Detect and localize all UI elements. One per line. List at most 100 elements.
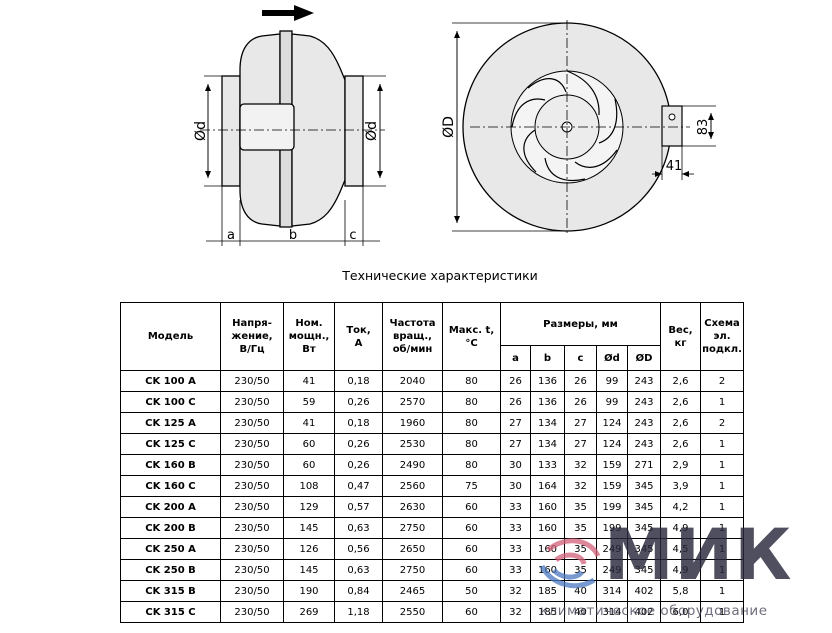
table-cell: 35	[564, 517, 597, 539]
table-cell: 27	[564, 412, 597, 434]
table-cell: 75	[442, 475, 501, 497]
table-cell: 230/50	[220, 517, 284, 539]
model-cell: CK 250 A	[120, 538, 221, 560]
table-cell: 0,18	[334, 370, 383, 392]
table-cell: 0,63	[334, 517, 383, 539]
table-cell: 2	[700, 370, 744, 392]
table-cell: 2490	[382, 454, 443, 476]
table-cell: 1	[700, 391, 744, 413]
table-title: Технические характеристики	[342, 268, 538, 283]
table-cell: 41	[283, 412, 335, 434]
table-cell: 26	[500, 370, 531, 392]
table-cell: 2,6	[660, 391, 701, 413]
table-cell: 0,18	[334, 412, 383, 434]
header-dimensions: Размеры, мм	[500, 302, 661, 346]
table-cell: 2040	[382, 370, 443, 392]
fan-technical-drawing: Ød Ød a b c	[193, 5, 716, 246]
table-cell: 230/50	[220, 370, 284, 392]
header-tmax: Макс. t,°C	[442, 302, 501, 371]
table-cell: 32	[500, 601, 531, 623]
table-cell: 33	[500, 517, 531, 539]
table-cell: 41	[283, 370, 335, 392]
table-cell: 2550	[382, 601, 443, 623]
dim-D	[452, 22, 567, 232]
table-cell: 1	[700, 601, 744, 623]
table-cell: 2560	[382, 475, 443, 497]
table-cell: 230/50	[220, 412, 284, 434]
table-cell: 27	[564, 433, 597, 455]
table-cell: 243	[627, 412, 661, 434]
table-cell: 2630	[382, 496, 443, 518]
table-cell: 159	[596, 475, 628, 497]
table-cell: 26	[564, 391, 597, 413]
table-cell: 32	[564, 454, 597, 476]
dim-c-label: c	[349, 228, 356, 243]
table-cell: 230/50	[220, 601, 284, 623]
table-cell: 0,26	[334, 433, 383, 455]
model-cell: CK 200 B	[120, 517, 221, 539]
header-dim-b: b	[530, 345, 565, 371]
table-cell: 160	[530, 517, 565, 539]
table-cell: 164	[530, 475, 565, 497]
table-cell: 2650	[382, 538, 443, 560]
dim-d-right	[363, 75, 386, 187]
table-cell: 159	[596, 454, 628, 476]
table-cell: 99	[596, 391, 628, 413]
header-dim-c: c	[564, 345, 597, 371]
header-dim-d: Ød	[596, 345, 628, 371]
table-cell: 50	[442, 580, 501, 602]
table-cell: 35	[564, 538, 597, 560]
table-cell: 2750	[382, 517, 443, 539]
table-cell: 133	[530, 454, 565, 476]
table-cell: 0,63	[334, 559, 383, 581]
table-cell: 185	[530, 601, 565, 623]
table-cell: 230/50	[220, 538, 284, 560]
table-cell: 1,18	[334, 601, 383, 623]
table-cell: 0,56	[334, 538, 383, 560]
dim-83-label: 83	[696, 119, 711, 136]
model-cell: CK 160 B	[120, 454, 221, 476]
table-cell: 230/50	[220, 475, 284, 497]
table-cell: 160	[530, 496, 565, 518]
table-cell: 126	[283, 538, 335, 560]
dim-d-left	[204, 75, 222, 187]
table-cell: 269	[283, 601, 335, 623]
table-cell: 99	[596, 370, 628, 392]
spec-table: Модель Напря-жение,В/Гц Ном.мощн.,Вт Ток…	[120, 302, 744, 623]
table-cell: 134	[530, 412, 565, 434]
table-cell: 230/50	[220, 559, 284, 581]
table-cell: 26	[500, 391, 531, 413]
table-cell: 3,9	[660, 475, 701, 497]
dim-41-label: 41	[666, 159, 683, 174]
table-cell: 32	[500, 580, 531, 602]
model-cell: CK 315 C	[120, 601, 221, 623]
table-cell: 0,26	[334, 454, 383, 476]
table-cell: 230/50	[220, 454, 284, 476]
watermark-subtitle: климатическое оборудование	[540, 603, 768, 619]
table-cell: 230/50	[220, 496, 284, 518]
table-cell: 0,26	[334, 391, 383, 413]
table-cell: 136	[530, 370, 565, 392]
table-cell: 0,47	[334, 475, 383, 497]
table-cell: 314	[596, 601, 628, 623]
table-cell: 145	[283, 559, 335, 581]
table-cell: 2,6	[660, 370, 701, 392]
fan-side-view	[221, 30, 364, 228]
table-cell: 230/50	[220, 391, 284, 413]
table-cell: 185	[530, 580, 565, 602]
table-cell: 60	[442, 559, 501, 581]
dim-d-left-label: Ød	[193, 121, 209, 141]
table-cell: 345	[627, 475, 661, 497]
table-cell: 243	[627, 391, 661, 413]
model-cell: CK 100 C	[120, 391, 221, 413]
dim-abc	[206, 186, 380, 246]
table-cell: 60	[442, 601, 501, 623]
watermark-logo-text: МИК	[604, 514, 793, 596]
table-cell: 35	[564, 496, 597, 518]
table-cell: 243	[627, 433, 661, 455]
dim-a-label: a	[227, 228, 235, 243]
